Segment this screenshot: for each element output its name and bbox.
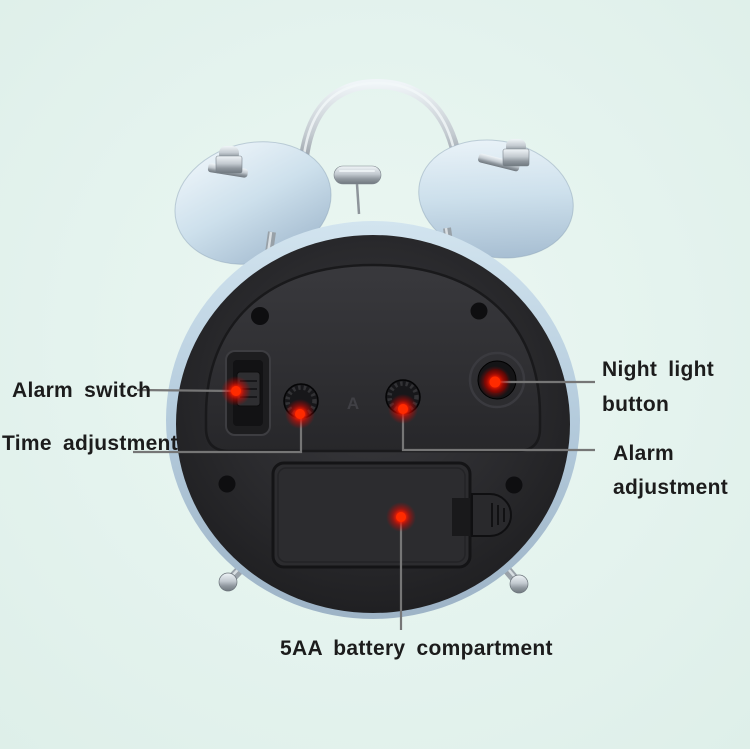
bell-bolt-left (215, 146, 243, 174)
alarm-adjustment-label-line2: adjustment (613, 476, 729, 499)
night-light-label: Night light button (602, 352, 714, 422)
battery-compartment-label: 5AA battery compartment (280, 637, 553, 660)
marker-dot-alarm-switch (221, 376, 251, 406)
alarm-adjustment-label-line1: Alarm (613, 442, 675, 465)
carry-handle (296, 78, 466, 201)
marker-dot-alarm-adjustment (388, 394, 418, 424)
night-light-label-line2: button (602, 393, 670, 416)
marker-dot-time-adjustment (285, 399, 315, 429)
battery-compartment[interactable] (271, 461, 472, 569)
marker-dot-battery (386, 502, 416, 532)
alarm-adjustment-label: Alarm adjustment (613, 437, 728, 505)
line-alarm-switch (136, 388, 237, 393)
battery-door-latch[interactable] (471, 493, 512, 537)
bell-striker (333, 165, 382, 215)
panel-marking-a: A (347, 394, 359, 413)
night-light-label-line1: Night light (602, 358, 715, 381)
screw-holes (218, 302, 523, 494)
time-adjustment-label: Time adjustment (2, 432, 178, 455)
marker-dot-night-light (479, 366, 511, 398)
alarm-switch-label: Alarm switch (12, 379, 152, 402)
handle-bracket-right (478, 153, 520, 172)
bell-bolt-right (502, 139, 530, 167)
